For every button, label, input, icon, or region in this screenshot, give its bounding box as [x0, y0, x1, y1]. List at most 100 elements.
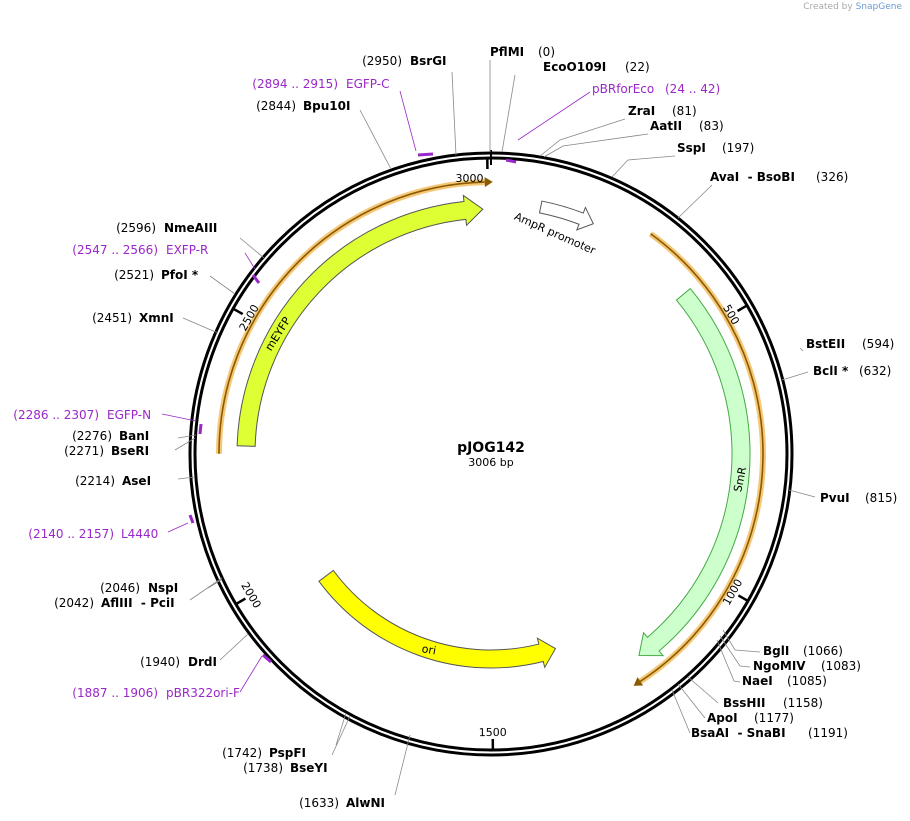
site-ecoo109i[interactable]: EcoO109I(22) — [543, 60, 650, 74]
site-xmni[interactable]: (2451)XmnI — [92, 311, 174, 325]
site-name: BsrGI — [410, 54, 447, 68]
tick-mark — [736, 304, 748, 313]
tick-mark — [737, 594, 749, 603]
site-connector — [209, 275, 236, 295]
feature-ori[interactable] — [318, 569, 557, 669]
orange-arc-line — [639, 233, 764, 683]
feature-smr[interactable] — [638, 287, 751, 657]
site-name: AlwNI — [346, 796, 385, 810]
site-pvui[interactable]: PvuI(815) — [820, 491, 897, 505]
site-zrai[interactable]: ZraI(81) — [628, 104, 697, 118]
orange-arc-arrowhead — [633, 677, 644, 686]
site-bsrgi[interactable]: (2950) BsrGI — [362, 54, 446, 68]
primer-range: (2286 .. 2307) — [13, 408, 99, 422]
site-connector — [189, 577, 223, 601]
site-name: NmeAIII — [164, 221, 217, 235]
site-name: PvuI — [820, 491, 850, 505]
primer-l4440[interactable]: (2140 .. 2157)L4440 — [28, 527, 158, 541]
site-position: (1191) — [808, 726, 848, 740]
site-connector — [722, 629, 761, 653]
site-name: AatII — [650, 119, 682, 133]
site-nmeaiii[interactable]: (2596) NmeAIII — [116, 221, 217, 235]
site-avai-bsobi[interactable]: AvaI - BsoBI(326) — [710, 170, 848, 184]
site-pflmi[interactable]: PflMI(0) — [490, 45, 555, 59]
site-afliii-pcii[interactable]: (2042)AflIII - PciI — [54, 596, 174, 610]
primer-egfp-c[interactable]: (2894 .. 2915)EGFP-C — [252, 77, 389, 91]
site-position: (1633) — [299, 796, 339, 810]
site-position: (2276) — [72, 429, 112, 443]
site-name: BclI * — [813, 364, 849, 378]
site-name: SspI — [677, 141, 706, 155]
site-connector — [719, 635, 751, 668]
site-connector — [781, 371, 809, 381]
primer-egfp-n[interactable]: (2286 .. 2307)EGFP-N — [13, 408, 151, 422]
primer-connector — [167, 522, 189, 533]
site-name: PspFI — [269, 746, 306, 760]
site-nspi[interactable]: (2046) NspI — [100, 581, 178, 595]
site-position: (2046) — [100, 581, 140, 595]
primer-connector — [399, 90, 417, 152]
site-bseyi[interactable]: (1738)BseYI — [243, 761, 328, 775]
primers: pBRforEco(24 .. 42) (2140 .. 2157)L4440 … — [13, 77, 720, 700]
site-bsteii[interactable]: BstEII (594) — [806, 337, 894, 351]
primer-exfp-r[interactable]: (2547 .. 2566)EXFP-R — [72, 243, 208, 257]
site-apoi[interactable]: ApoI(1177) — [707, 711, 794, 725]
site-bsaai-snabi[interactable]: BsaAI - SnaBI(1191) — [691, 726, 848, 740]
site-position: (326) — [816, 170, 848, 184]
site-connector — [677, 184, 713, 219]
primer-range: (24 .. 42) — [665, 82, 720, 96]
site-sspi[interactable]: SspI(197) — [677, 141, 754, 155]
primer-connector — [161, 413, 197, 422]
site-bpu10i[interactable]: (2844)Bpu10I — [256, 99, 350, 113]
site-connector — [788, 489, 816, 498]
primer-marker — [198, 423, 203, 435]
site-connector — [219, 633, 249, 661]
site-aatii[interactable]: AatII (83) — [650, 119, 724, 133]
site-bcli[interactable]: BclI * (632) — [813, 364, 891, 378]
site-pfoi[interactable]: (2521)PfoI * — [114, 268, 199, 282]
feature-meyfp[interactable] — [236, 194, 484, 447]
primer-name: pBRforEco — [592, 82, 654, 96]
site-name: EcoO109I — [543, 60, 606, 74]
orange-arc-arrowhead — [484, 177, 493, 188]
orf-arcs — [216, 177, 766, 686]
site-bani[interactable]: (2276)BanI — [72, 429, 149, 443]
site-pspfi[interactable]: (1742)PspFI — [222, 746, 306, 760]
site-asei[interactable]: (2214)AseI — [75, 474, 151, 488]
feature-label: SmR — [731, 465, 749, 493]
site-name: BstEII — [806, 337, 845, 351]
tick-label: 2000 — [238, 580, 263, 611]
site-name: PfoI * — [161, 268, 199, 282]
primer-marker — [417, 152, 434, 157]
site-connector — [331, 715, 351, 756]
site-position: (1085) — [787, 674, 827, 688]
site-position: (2950) — [362, 54, 402, 68]
site-bgli[interactable]: BglI(1066) — [763, 644, 843, 658]
site-bseri[interactable]: (2271)BseRI — [64, 444, 149, 458]
site-position: (2596) — [116, 221, 156, 235]
site-drdi[interactable]: (1940)DrdI — [140, 655, 217, 669]
site-position: (632) — [859, 364, 891, 378]
primer-name: EGFP-C — [346, 77, 389, 91]
site-position: (594) — [862, 337, 894, 351]
primer-connector — [244, 252, 256, 270]
primer-pbr322ori-f[interactable]: (1887 .. 1906)pBR322ori-F — [72, 686, 240, 700]
site-name: BssHII — [723, 696, 765, 710]
site-name: XmnI — [139, 311, 174, 325]
site-position: (0) — [538, 45, 555, 59]
primer-pbrforeco[interactable]: pBRforEco (24 .. 42) — [592, 82, 720, 96]
orange-arc-line — [218, 181, 485, 454]
site-position: (83) — [699, 119, 724, 133]
site-bsshii[interactable]: BssHII(1158) — [723, 696, 823, 710]
site-alwni[interactable]: (1633) AlwNI — [299, 796, 385, 810]
site-position: (2042) — [54, 596, 94, 610]
site-connector — [671, 689, 691, 734]
site-name: NspI — [148, 581, 178, 595]
site-naei[interactable]: NaeI(1085) — [742, 674, 827, 688]
feature-ampr-promoter[interactable] — [538, 200, 594, 231]
site-position: (1940) — [140, 655, 180, 669]
snapgene-brand: SnapGene — [855, 2, 902, 12]
site-ngomiv[interactable]: NgoMIV(1083) — [753, 659, 861, 673]
site-connector — [611, 155, 676, 178]
site-connector — [177, 434, 197, 439]
